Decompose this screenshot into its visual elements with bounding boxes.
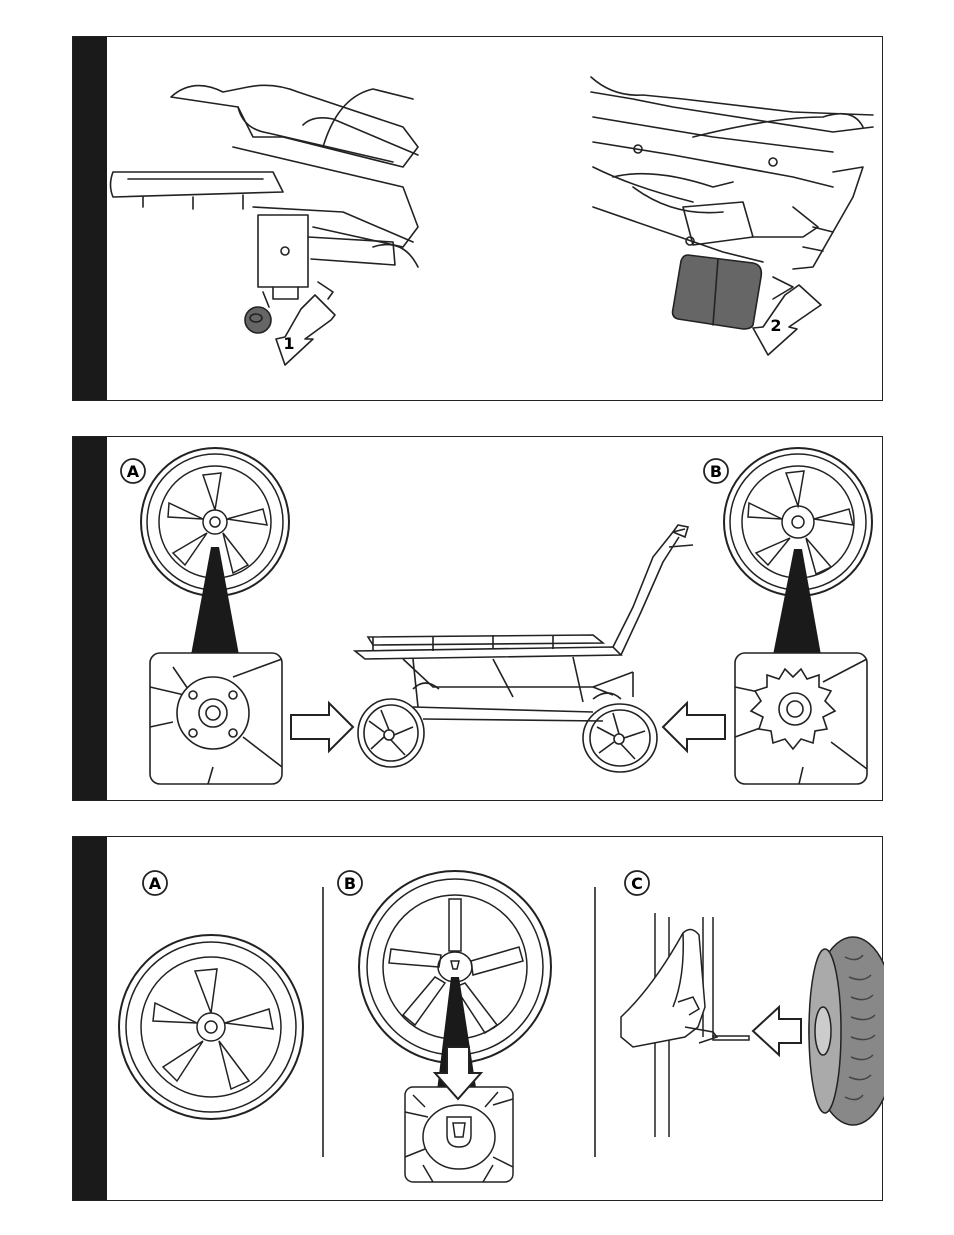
label-c: C	[631, 874, 643, 893]
panel-1: 1 2	[72, 36, 883, 401]
zoom-release-button	[405, 1087, 513, 1182]
panel-3-illustration: A B C	[73, 837, 884, 1202]
panel-3: A B C	[72, 836, 883, 1201]
wheel-a-icon	[119, 935, 303, 1119]
label-a: A	[149, 874, 162, 893]
panel-2-illustration: A B	[73, 437, 884, 802]
rear-wheel-icon	[809, 937, 884, 1125]
label-b: B	[344, 874, 356, 893]
zoom-hub-a	[150, 653, 282, 784]
stroller-chassis-icon	[355, 525, 693, 772]
axle-mount-icon	[621, 913, 749, 1137]
label-a: A	[127, 462, 140, 481]
label-b: B	[710, 462, 722, 481]
panel-1-illustration: 1 2	[73, 37, 884, 402]
zoom-hub-b	[735, 653, 867, 784]
callout-2: 2	[770, 316, 781, 335]
panel-2: A B	[72, 436, 883, 801]
callout-1: 1	[283, 334, 294, 353]
